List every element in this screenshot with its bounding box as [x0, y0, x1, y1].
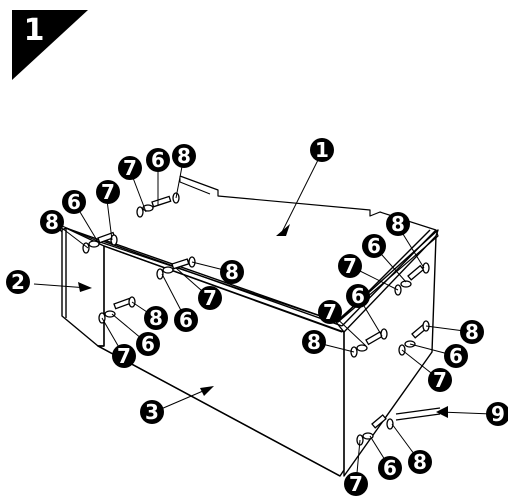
callout-6-23: 6	[444, 344, 468, 368]
callout-6-14: 6	[136, 332, 160, 356]
callout-circle	[40, 210, 64, 234]
callout-label: 6	[151, 148, 165, 172]
callout-9-3: 9	[486, 402, 508, 426]
callout-circle	[140, 400, 164, 424]
callout-8-27: 8	[408, 450, 432, 474]
callout-label: 8	[177, 144, 191, 168]
callout-7-25: 7	[344, 472, 368, 496]
callout-label: 8	[465, 320, 479, 344]
callout-label: 3	[145, 400, 159, 424]
callout-label: 6	[141, 332, 155, 356]
callout-8-4: 8	[172, 144, 196, 168]
callout-circle	[318, 300, 342, 324]
cabinet-drawing	[59, 175, 441, 477]
callout-circle	[62, 190, 86, 214]
callout-6-12: 6	[174, 308, 198, 332]
callout-6-26: 6	[378, 456, 402, 480]
callout-circle	[6, 270, 30, 294]
callout-circle	[144, 306, 168, 330]
callout-circle	[486, 402, 508, 426]
callout-circle	[302, 330, 326, 354]
callout-8-16: 8	[386, 212, 410, 236]
callout-label: 6	[449, 344, 463, 368]
callout-circle	[174, 308, 198, 332]
callout-3-2: 3	[140, 400, 164, 424]
callout-8-10: 8	[220, 260, 244, 284]
callout-7-20: 7	[318, 300, 342, 324]
callout-circle	[310, 138, 334, 162]
callout-circle	[408, 450, 432, 474]
step-marker: 1	[12, 10, 88, 80]
callout-label: 8	[225, 260, 239, 284]
callout-circle	[444, 344, 468, 368]
callout-8-9: 8	[40, 210, 64, 234]
callout-6-17: 6	[362, 234, 386, 258]
callout-label: 1	[315, 138, 329, 162]
callout-circle	[118, 156, 142, 180]
callout-label: 9	[491, 402, 505, 426]
callout-circle	[428, 368, 452, 392]
callout-8-21: 8	[302, 330, 326, 354]
callout-label: 8	[307, 330, 321, 354]
callout-7-11: 7	[198, 286, 222, 310]
callout-circle	[136, 332, 160, 356]
step-number: 1	[24, 13, 45, 48]
callout-label: 7	[123, 156, 137, 180]
callout-label: 8	[391, 212, 405, 236]
callout-label: 6	[67, 190, 81, 214]
callout-7-15: 7	[112, 344, 136, 368]
callout-6-19: 6	[346, 284, 370, 308]
callout-label: 8	[149, 306, 163, 330]
callout-label: 8	[413, 450, 427, 474]
callout-label: 7	[203, 286, 217, 310]
callout-8-22: 8	[460, 320, 484, 344]
callout-label: 2	[11, 270, 25, 294]
callout-2-1: 2	[6, 270, 30, 294]
callout-circle	[112, 344, 136, 368]
callout-circle	[220, 260, 244, 284]
callout-label: 7	[117, 344, 131, 368]
callout-label: 7	[433, 368, 447, 392]
callout-label: 8	[45, 210, 59, 234]
callout-circle	[378, 456, 402, 480]
callout-label: 7	[101, 180, 115, 204]
callout-6-8: 6	[62, 190, 86, 214]
callout-7-6: 7	[118, 156, 142, 180]
callout-label: 7	[343, 254, 357, 278]
callout-7-7: 7	[96, 180, 120, 204]
callout-label: 7	[349, 472, 363, 496]
callout-circle	[198, 286, 222, 310]
callout-6-5: 6	[146, 148, 170, 172]
callout-label: 7	[323, 300, 337, 324]
callout-7-18: 7	[338, 254, 362, 278]
callout-label: 6	[179, 308, 193, 332]
callout-circle	[172, 144, 196, 168]
callout-label: 6	[367, 234, 381, 258]
callout-circle	[460, 320, 484, 344]
callout-label: 6	[351, 284, 365, 308]
hardware-fittings	[82, 192, 430, 446]
callout-circle	[386, 212, 410, 236]
callout-circle	[96, 180, 120, 204]
callout-circle	[362, 234, 386, 258]
callout-circle	[346, 284, 370, 308]
callout-circle	[344, 472, 368, 496]
callout-label: 6	[383, 456, 397, 480]
callout-7-24: 7	[428, 368, 452, 392]
callout-8-13: 8	[144, 306, 168, 330]
callout-circle	[338, 254, 362, 278]
callout-1-0: 1	[310, 138, 334, 162]
leader-arrowheads	[78, 224, 448, 418]
callout-circle	[146, 148, 170, 172]
